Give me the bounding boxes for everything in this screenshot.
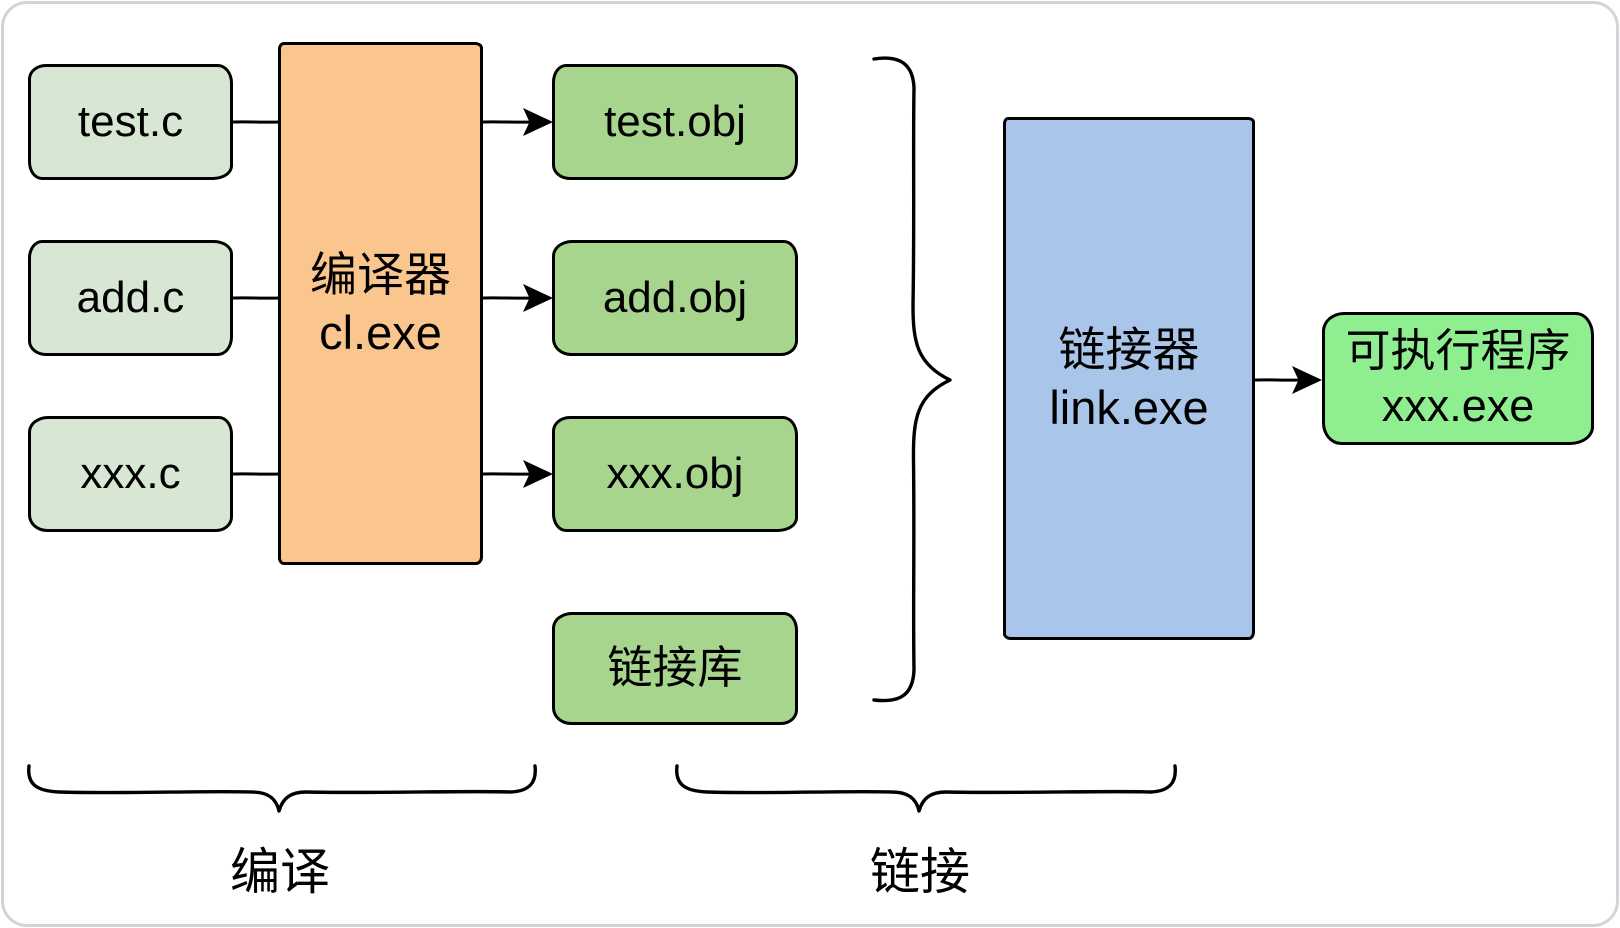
node-object-test-obj: test.obj [552,64,798,180]
brace-link-inputs [872,56,952,703]
brace-link-stage [675,764,1177,813]
arrowhead-icon [523,460,553,488]
node-executable: 可执行程序 xxx.exe [1322,312,1594,445]
node-object-add-obj: add.obj [552,240,798,356]
linker-exe: link.exe [1049,380,1209,434]
brace-compile-stage [27,764,537,813]
node-source-xxx-c: xxx.c [28,416,233,532]
stage-label-compile: 编译 [230,844,330,900]
node-label: xxx.c [80,449,181,499]
executable-exe: xxx.exe [1381,379,1535,431]
node-label: add.obj [602,273,748,323]
node-source-test-c: test.c [28,64,233,180]
arrowhead-icon [523,108,553,136]
node-compiler: 编译器 cl.exe [278,42,483,565]
node-label: test.obj [604,97,746,147]
node-label: add.c [76,273,185,323]
node-linker: 链接器 link.exe [1003,117,1255,640]
executable-name: 可执行程序 [1345,324,1571,376]
linker-name: 链接器 [1058,323,1200,377]
arrowhead-icon [523,284,553,312]
node-label: 链接库 [607,642,743,694]
node-object-xxx-obj: xxx.obj [552,416,798,532]
stage-label-link: 链接 [870,844,970,900]
node-source-add-c: add.c [28,240,233,356]
node-label: test.c [77,97,184,147]
arrowhead-icon [1292,366,1322,394]
node-label: xxx.obj [606,449,744,499]
compiler-exe: cl.exe [319,305,442,359]
compiler-name: 编译器 [310,248,451,302]
node-link-library: 链接库 [552,612,798,725]
